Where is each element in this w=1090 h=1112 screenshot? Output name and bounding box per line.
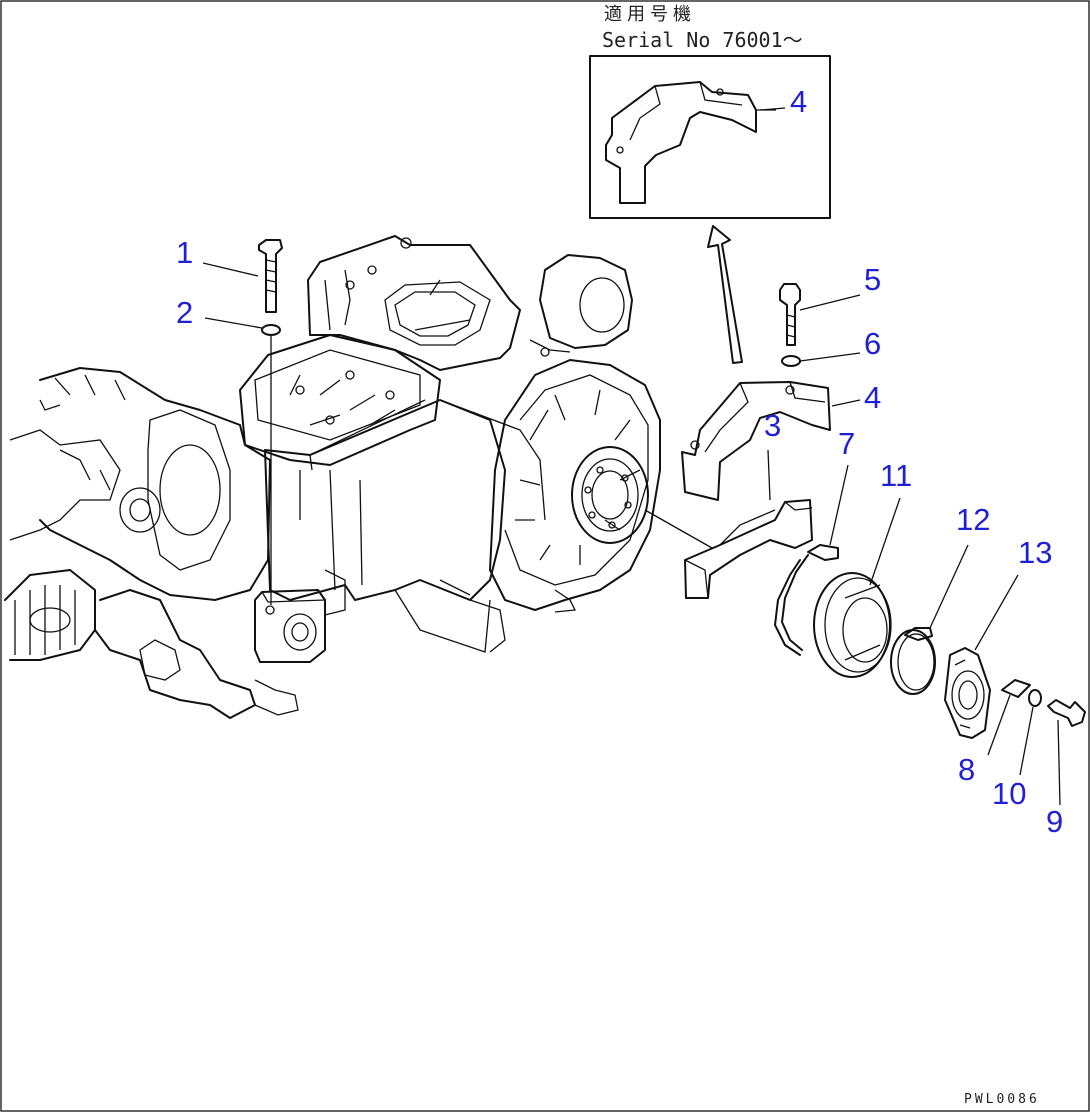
callout-11[interactable]: 11: [880, 458, 913, 493]
transmission-housing: [239, 235, 661, 653]
washer-10: [1028, 689, 1042, 707]
cap-part-3: [684, 499, 813, 599]
clamp-ring-7: [774, 544, 839, 656]
plate-8: [1001, 679, 1031, 698]
engine-assembly: [4, 367, 299, 719]
applicable-serial-jp-label: 適用号機: [604, 4, 696, 25]
seal-disc-11: [813, 572, 892, 678]
callout-7[interactable]: 7: [838, 426, 856, 461]
bolt-5: [779, 283, 801, 346]
inset-box: [589, 55, 831, 219]
callout-2[interactable]: 2: [176, 295, 194, 330]
bolt-9: [1047, 699, 1086, 727]
leader-lines: [202, 107, 1061, 806]
callout-4[interactable]: 4: [864, 380, 882, 415]
cover-part-4: [681, 381, 831, 501]
callout-13[interactable]: 13: [1018, 535, 1053, 570]
leader-flange: [644, 509, 713, 549]
callout-12[interactable]: 12: [956, 502, 991, 537]
plate-13: [944, 647, 991, 739]
callout-5[interactable]: 5: [864, 262, 882, 297]
direction-arrow: [707, 225, 743, 364]
callout-4-inset[interactable]: 4: [790, 84, 808, 119]
callout-8[interactable]: 8: [958, 752, 976, 787]
callout-10[interactable]: 10: [992, 776, 1027, 811]
bolt-1: [258, 239, 283, 313]
washer-6: [781, 355, 801, 367]
callout-3[interactable]: 3: [764, 408, 782, 443]
drawing-code: PWL0086: [964, 1092, 1040, 1107]
washer-2: [261, 324, 281, 336]
callout-1[interactable]: 1: [176, 235, 194, 270]
callout-9[interactable]: 9: [1046, 804, 1064, 839]
applicable-serial-label: Serial No 76001〜: [602, 28, 803, 52]
callout-6[interactable]: 6: [864, 326, 882, 361]
clip-ring-12: [890, 627, 936, 695]
mount-bracket: [254, 569, 346, 663]
guard-part-inset: [605, 81, 757, 204]
